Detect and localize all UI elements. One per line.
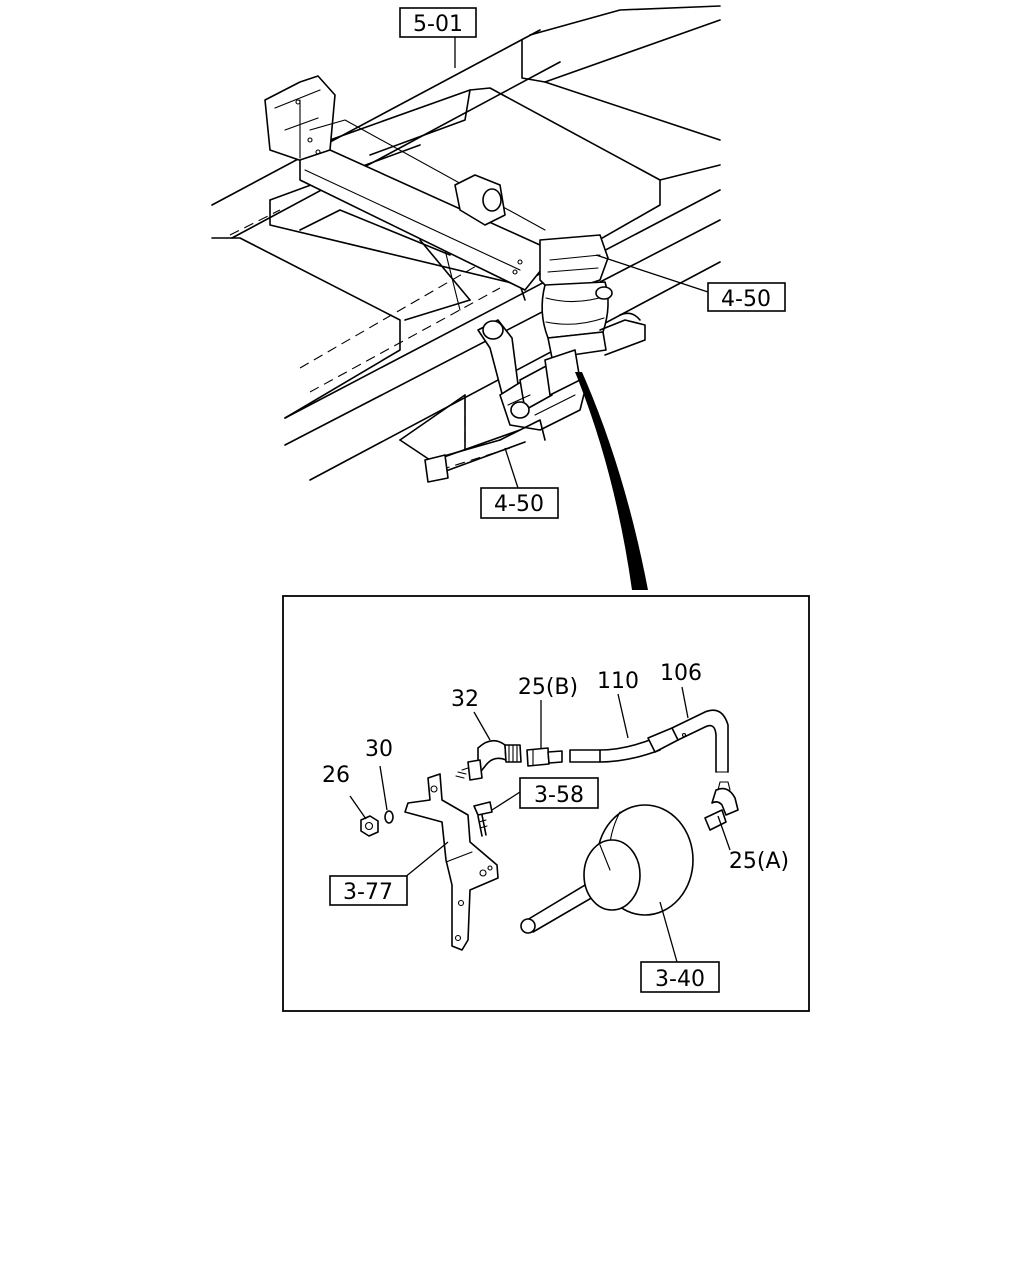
callout-box-5-01 xyxy=(399,7,477,38)
callout-box-3-40 xyxy=(640,961,720,993)
part-26-label[interactable]: 26 xyxy=(322,763,350,788)
callout-5-01[interactable]: 5-01 xyxy=(413,12,463,37)
callout-4-50-lower[interactable]: 4-50 xyxy=(494,492,544,517)
part-25a-label[interactable]: 25(A) xyxy=(729,849,789,874)
part-110-label[interactable]: 110 xyxy=(597,669,639,694)
callout-3-40[interactable]: 3-40 xyxy=(655,967,705,992)
part-30-label[interactable]: 30 xyxy=(365,737,393,762)
part-25b-label[interactable]: 25(B) xyxy=(518,675,578,700)
callout-box-4-50-upper xyxy=(707,282,786,312)
callout-4-50-upper[interactable]: 4-50 xyxy=(721,287,771,312)
callout-box-3-77 xyxy=(329,875,408,906)
part-32-label[interactable]: 32 xyxy=(451,687,479,712)
frame-assembly-drawing xyxy=(211,5,721,483)
detail-box-frame xyxy=(282,595,810,1012)
detail-parts-drawing xyxy=(360,709,739,951)
detail-pointer xyxy=(575,372,648,590)
callout-3-77[interactable]: 3-77 xyxy=(343,880,393,905)
callout-box-3-58 xyxy=(519,777,599,809)
part-106-label[interactable]: 106 xyxy=(660,661,702,686)
callout-box-4-50-lower xyxy=(480,487,559,519)
callout-3-58[interactable]: 3-58 xyxy=(534,783,584,808)
